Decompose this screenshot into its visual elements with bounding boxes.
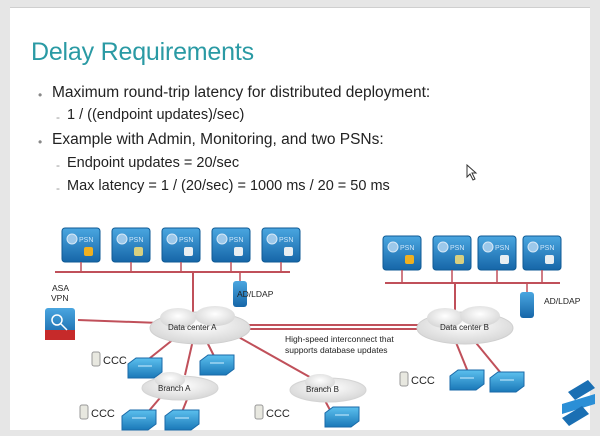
switch-icon xyxy=(199,354,235,376)
psn-node: PSN xyxy=(382,235,422,271)
psn-node: PSN xyxy=(522,235,562,271)
persona-badge-icon xyxy=(545,255,554,264)
psn-label: PSN xyxy=(129,237,143,244)
cloud-datacenter-a xyxy=(149,306,251,345)
datacenter-a-label: Data center A xyxy=(168,323,217,332)
switch-icon xyxy=(324,406,360,428)
dash: - xyxy=(56,181,60,195)
persona-badge-icon xyxy=(405,255,414,264)
persona-badge-icon xyxy=(455,255,464,264)
psn-node: PSN xyxy=(161,227,201,263)
psn-label: PSN xyxy=(540,245,554,252)
persona-badge-icon xyxy=(234,247,243,256)
interconnect-label-2: supports database updates xyxy=(285,345,388,355)
cloud-branch-a xyxy=(141,372,219,401)
wireless-ap-icon: CCC xyxy=(399,371,435,387)
ad-ldap-server-right xyxy=(520,283,534,318)
asa-vpn-device xyxy=(45,308,75,340)
psn-node: PSN xyxy=(211,227,251,263)
slide xyxy=(10,7,590,430)
wireless-signal-icon: CCC xyxy=(266,408,290,420)
slide-title: Delay Requirements xyxy=(31,38,254,66)
persona-badge-icon xyxy=(84,247,93,256)
interconnect-label-1: High-speed interconnect that xyxy=(285,334,394,344)
bullet-1-sub-1: 1 / ((endpoint updates)/sec) xyxy=(67,107,245,123)
bullet-1: Maximum round-trip latency for distribut… xyxy=(52,84,431,101)
bullet-2-sub-1: Endpoint updates = 20/sec xyxy=(67,155,240,171)
branch-b-label: Branch B xyxy=(306,385,339,394)
psn-node: PSN xyxy=(261,227,301,263)
psn-node: PSN xyxy=(477,235,517,271)
psn-label: PSN xyxy=(79,237,93,244)
bullet-2-sub-2: Max latency = 1 / (20/sec) = 1000 ms / 2… xyxy=(67,178,390,194)
psn-node: PSN xyxy=(432,235,472,271)
bullet-dot: • xyxy=(38,135,43,149)
branch-a-label: Branch A xyxy=(158,384,191,393)
persona-badge-icon xyxy=(500,255,509,264)
psn-group-left: PSN PSN PSN PSN PSN xyxy=(61,227,301,263)
bullet-2: Example with Admin, Monitoring, and two … xyxy=(52,131,384,148)
switch-icon xyxy=(127,357,163,379)
psn-label: PSN xyxy=(279,237,293,244)
datacenter-b-label: Data center B xyxy=(440,323,489,332)
psn-label: PSN xyxy=(400,245,414,252)
links xyxy=(55,271,560,413)
link-dca-brancha xyxy=(184,339,194,376)
psn-label: PSN xyxy=(495,245,509,252)
switch-icon xyxy=(121,409,157,431)
dash: - xyxy=(56,158,60,172)
vpn-label: VPN xyxy=(51,293,69,303)
wireless-ap-icon: CCC xyxy=(254,404,290,420)
link-dcb-sw1 xyxy=(454,339,469,373)
bus-drops xyxy=(80,262,543,283)
switch-icon xyxy=(489,371,525,393)
wireless-ap-icon: CCC xyxy=(79,404,115,420)
ad-ldap-server-left xyxy=(233,272,247,307)
psn-group-right: PSN PSN PSN PSN xyxy=(382,235,562,271)
wireless-signal-icon: CCC xyxy=(91,408,115,420)
ad-ldap-label-left: AD/LDAP xyxy=(237,289,274,299)
psn-label: PSN xyxy=(229,237,243,244)
switch-group xyxy=(121,354,525,431)
link-dca-branchb xyxy=(234,334,316,381)
bullet-dot: • xyxy=(38,88,43,102)
psn-node: PSN xyxy=(111,227,151,263)
asa-label: ASA xyxy=(52,283,70,293)
wireless-signal-icon: CCC xyxy=(103,355,127,367)
ad-ldap-label-right: AD/LDAP xyxy=(544,296,581,306)
persona-badge-icon xyxy=(134,247,143,256)
logo-icon xyxy=(562,380,595,426)
psn-label: PSN xyxy=(450,245,464,252)
cloud-datacenter-b xyxy=(416,306,514,345)
move-cursor-icon xyxy=(466,164,478,181)
dash: - xyxy=(56,110,60,124)
switch-icon xyxy=(449,369,485,391)
wireless-ap-icon: CCC xyxy=(91,351,127,367)
psn-label: PSN xyxy=(179,237,193,244)
link-asa-dca xyxy=(77,319,161,324)
persona-badge-icon xyxy=(284,247,293,256)
persona-badge-icon xyxy=(184,247,193,256)
psn-node: PSN xyxy=(61,227,101,263)
access-point-group: CCC CCC CCC CCC xyxy=(79,351,435,420)
wireless-signal-icon: CCC xyxy=(411,375,435,387)
switch-icon xyxy=(164,409,200,431)
cloud-branch-b xyxy=(289,374,367,403)
